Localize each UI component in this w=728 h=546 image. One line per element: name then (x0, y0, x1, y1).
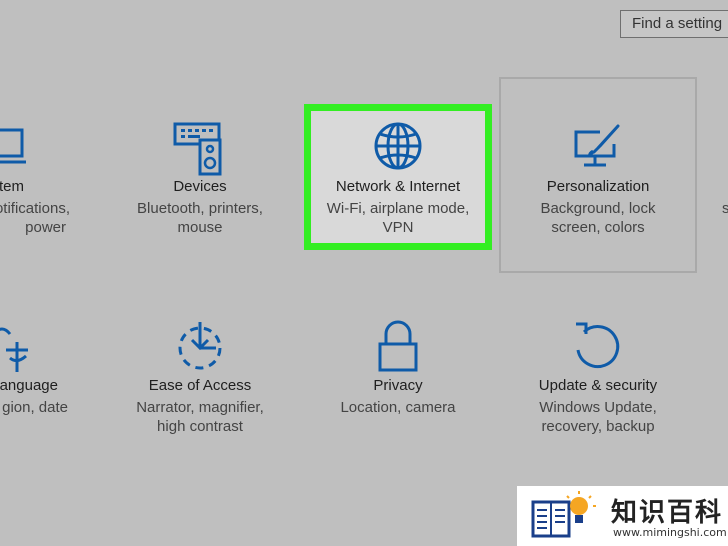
tile-devices[interactable]: Devices Bluetooth, printers,mouse (100, 110, 300, 260)
tile-desc: Windows Update,recovery, backup (539, 399, 657, 435)
tile-title: Personalization (546, 178, 650, 195)
tile-privacy[interactable]: Privacy Location, camera (298, 310, 498, 460)
lock-icon (376, 318, 420, 374)
tile-desc: Wi-Fi, airplane mode,VPN (326, 200, 470, 236)
keyboard-speaker-icon (173, 120, 227, 178)
tile-title: Network & Internet (335, 178, 461, 195)
search-input[interactable]: Find a setting (620, 10, 728, 38)
ease-of-access-icon (172, 318, 228, 374)
tile-network-internet[interactable]: Network & Internet Wi-Fi, airplane mode,… (298, 110, 498, 260)
partial-text: s (722, 200, 728, 217)
tile-desc: gion, date (2, 399, 68, 416)
hover-frame (499, 77, 697, 273)
tile-desc: Location, camera (340, 399, 456, 416)
tile-title: Ease of Access (148, 377, 252, 394)
book-bulb-logo-icon (529, 490, 601, 542)
tile-title: Update & security (538, 377, 658, 394)
watermark: 知识百科 www.mimingshi.com (517, 486, 728, 546)
watermark-url: www.mimingshi.com (613, 526, 727, 539)
refresh-icon (570, 318, 626, 374)
tile-title: tem (0, 178, 24, 195)
tile-time-language[interactable]: anguage gion, date (0, 310, 100, 460)
tile-title: Privacy (373, 377, 423, 394)
language-icon (0, 320, 32, 374)
monitor-brush-icon (570, 122, 626, 172)
tile-desc: Bluetooth, printers,mouse (137, 200, 263, 236)
watermark-text: 知识百科 (611, 498, 724, 528)
laptop-icon (0, 124, 28, 170)
tile-title: anguage (0, 377, 58, 394)
tile-partial-right[interactable]: s (722, 200, 728, 240)
tile-system[interactable]: tem otifications,power (0, 110, 100, 260)
tile-desc: Narrator, magnifier,high contrast (136, 399, 264, 435)
globe-icon (372, 120, 424, 172)
tile-title: Devices (173, 178, 227, 195)
tile-update-security[interactable]: Update & security Windows Update,recover… (498, 310, 698, 460)
tile-ease-of-access[interactable]: Ease of Access Narrator, magnifier,high … (100, 310, 300, 460)
tile-desc: otifications,power (0, 200, 70, 236)
